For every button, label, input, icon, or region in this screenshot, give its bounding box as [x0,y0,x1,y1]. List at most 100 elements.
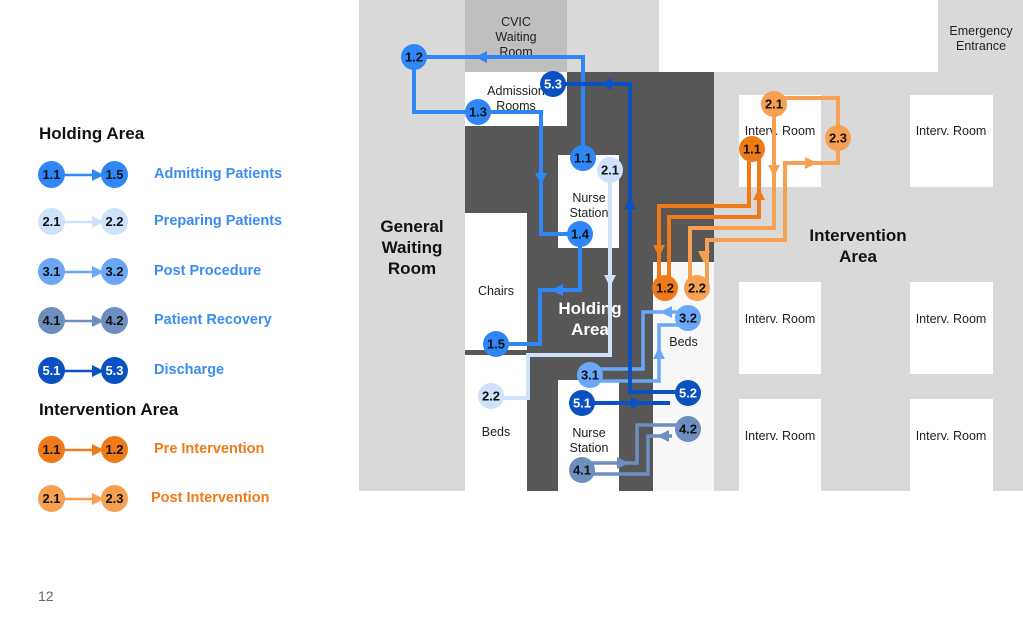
svg-text:3.2: 3.2 [679,311,697,326]
legend-label: Admitting Patients [154,166,283,182]
interv-room-label: Interv. Room [915,312,987,326]
legend-item: 2.1 2.3 Post Intervention [38,485,308,513]
interv-room-label: Interv. Room [915,124,987,138]
nurse-station-label: Nurse Station [569,191,609,220]
step-marker: 4.2 [101,307,128,334]
svg-text:2.1: 2.1 [601,163,619,178]
step-marker: 5.2 [675,380,701,406]
interv-room-label: Interv. Room [744,312,816,326]
step-marker: 2.2 [684,275,710,301]
step-marker: 5.3 [540,71,566,97]
flow-path [496,234,582,346]
patient-flow-paths: 1.11.21.31.41.52.12.23.13.24.14.25.15.25… [401,44,851,483]
svg-text:2.2: 2.2 [482,389,500,404]
flow-path [491,170,612,400]
interv-room-label: Interv. Room [915,429,987,443]
arrow-icon [768,165,780,177]
beds-label: Beds [669,335,698,349]
step-marker: 4.1 [38,307,65,334]
step-marker: 1.5 [483,331,509,357]
svg-text:2.2: 2.2 [688,281,706,296]
page-number: 12 [38,588,54,604]
admission-rooms-label: Admission Rooms [487,84,545,113]
step-marker: 3.2 [675,305,701,331]
arrow-icon [660,306,672,318]
svg-text:2.3: 2.3 [829,131,847,146]
legend-label: Patient Recovery [154,312,272,328]
flow-path [582,434,672,476]
step-marker: 1.1 [739,136,765,162]
arrow-icon [617,457,629,469]
step-marker: 1.2 [401,44,427,70]
general-waiting-room-label: General Waiting Room [380,217,444,278]
step-marker: 1.1 [38,436,65,463]
holding-area-label: Holding Area [558,299,622,339]
legend-item: 1.1 1.5 Admitting Patients [38,161,308,189]
step-marker: 4.1 [569,457,595,483]
step-marker: 5.1 [38,357,65,384]
svg-text:3.1: 3.1 [581,368,599,383]
svg-text:2.1: 2.1 [765,97,783,112]
step-marker: 1.1 [570,145,596,171]
legend-holding-title: Holding Area [39,124,145,143]
step-marker: 3.1 [577,362,603,388]
flow-path [774,96,840,138]
arrow-icon [64,444,104,456]
arrow-icon [535,173,547,185]
legend-label: Preparing Patients [154,213,283,229]
arrow-icon [600,78,612,90]
svg-text:5.2: 5.2 [679,386,697,401]
legend-label: Post Procedure [154,263,262,279]
flow-path [553,82,688,394]
svg-text:1.2: 1.2 [405,50,423,65]
arrow-icon [64,365,104,377]
svg-text:4.2: 4.2 [679,422,697,437]
beds-label: Beds [481,425,511,439]
step-marker: 5.3 [101,357,128,384]
svg-text:1.1: 1.1 [743,142,761,157]
floor-map: CVIC Waiting Room Emergency Entrance Adm… [359,0,1023,491]
chairs-label: Chairs [477,284,515,298]
step-marker: 1.2 [652,275,678,301]
step-marker: 1.5 [101,161,128,188]
arrow-icon [64,169,104,181]
flow-path [582,423,688,465]
flow-path [705,138,840,288]
legend-item: 5.1 5.3 Discharge [38,357,308,385]
step-marker: 2.2 [478,383,504,409]
legend-item: 3.1 3.2 Post Procedure [38,258,308,286]
arrow-icon [64,266,104,278]
svg-text:1.4: 1.4 [571,227,590,242]
flow-path [590,310,677,371]
legend-item: 4.1 4.2 Patient Recovery [38,307,308,335]
arrow-icon [64,493,104,505]
legend-label: Post Intervention [151,490,270,506]
flow-path [667,149,761,288]
svg-text:1.3: 1.3 [469,105,487,120]
arrow-icon [604,275,616,287]
arrow-icon [624,197,636,209]
arrow-icon [657,430,669,442]
arrow-icon [753,188,765,200]
svg-text:1.2: 1.2 [656,281,674,296]
arrow-icon [64,216,104,228]
step-marker: 2.3 [825,125,851,151]
svg-text:5.3: 5.3 [544,77,562,92]
arrow-icon [64,315,104,327]
emergency-entrance-label: Emergency Entrance [949,24,1013,53]
interv-room-label: Interv. Room [744,124,816,138]
legend-item: 2.1 2.2 Preparing Patients [38,208,308,236]
step-marker: 3.1 [38,258,65,285]
step-marker: 1.4 [567,221,593,247]
step-marker: 2.1 [597,157,623,183]
step-marker: 4.2 [675,416,701,442]
arrow-icon [653,245,665,257]
step-marker: 1.2 [101,436,128,463]
step-marker: 2.3 [101,485,128,512]
legend-label: Pre Intervention [154,441,265,457]
svg-text:1.1: 1.1 [574,151,592,166]
step-marker: 2.2 [101,208,128,235]
arrow-icon [631,397,643,409]
step-marker: 2.1 [38,208,65,235]
arrow-icon [475,51,487,63]
